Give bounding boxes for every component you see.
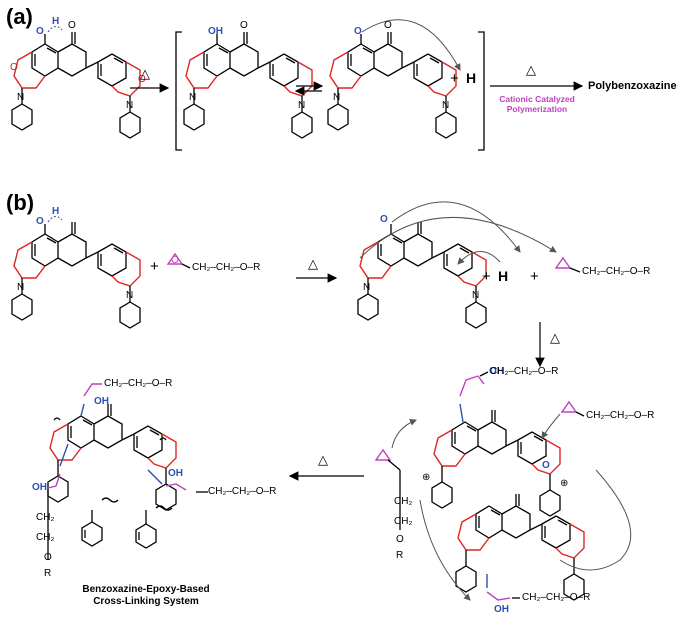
atom-ring-o: O: [10, 62, 18, 73]
atom-b2-o-anion: O: [380, 214, 388, 225]
crosslink-ch2-b: CH₂: [36, 532, 55, 543]
crosslink-ch2-a: CH₂: [36, 512, 55, 523]
atom-ketone-o: O: [68, 20, 76, 31]
side-chain-left: [375, 418, 632, 601]
atom-ketone-o-2: O: [240, 20, 248, 31]
heat-b3: △: [318, 452, 328, 467]
bracket-left: [175, 31, 182, 151]
cationic-line-1: Cationic Catalyzed: [499, 94, 575, 104]
complex-ch2-b: CH₂: [394, 516, 413, 527]
atom-o-anion: O: [354, 26, 362, 37]
complex-o-anion: O: [542, 460, 550, 471]
cationic-line-2: Polymerization: [506, 104, 568, 114]
crosslink-chain-right: CH₂–CH₂–O–R: [208, 486, 277, 497]
atom-b-n: N: [17, 282, 25, 293]
crosslink-oh-right: OH: [168, 468, 183, 479]
intermediate-b2: [358, 201, 557, 328]
heat-b1: △: [308, 256, 318, 271]
proton-b: H: [498, 268, 509, 284]
complex-ch2-a: CH₂: [394, 496, 413, 507]
crosslink-oh-left: OH: [32, 482, 47, 493]
heat-a1: △: [140, 66, 150, 81]
intermediate-a3: [328, 19, 461, 138]
epoxy-chain-b1: CH₂–CH₂–O–R: [192, 262, 261, 273]
complex-bottom-chain: CH₂–CH₂–O–R: [522, 592, 591, 603]
atom-oh-o: O: [36, 26, 44, 37]
epoxy-b3: [541, 401, 585, 439]
plus-a: +: [450, 70, 459, 87]
monomer-b1: [12, 216, 140, 328]
crosslink-r: R: [44, 568, 52, 579]
plus-b3: +: [530, 268, 539, 285]
epoxy-chain-b2: CH₂–CH₂–O–R: [582, 266, 651, 277]
monomer-a1: [12, 26, 140, 138]
equilibrium-arrows: [294, 81, 324, 96]
epoxy-chain-b3: CH₂–CH₂–O–R: [586, 410, 655, 421]
epoxy-reagent: [167, 253, 191, 269]
atom-b-n-2: N: [126, 290, 134, 301]
atom-b-oh-o: O: [36, 216, 44, 227]
crosslink-system: [47, 383, 208, 560]
intermediate-a2: [184, 32, 312, 138]
atom-n: N: [17, 92, 25, 103]
crosslink-chain-top: CH₂–CH₂–O–R: [104, 378, 173, 389]
atom-n-3: N: [189, 92, 197, 103]
atom-n-6: N: [442, 100, 450, 111]
complex-top-chain: CH₂–CH₂–O–R: [490, 366, 559, 377]
atom-oh-2: OH: [208, 26, 223, 37]
panel-b-label: (b): [6, 190, 35, 215]
plus-b2: +: [482, 268, 491, 285]
system-caption-line-2: Cross-Linking System: [93, 596, 199, 607]
atom-oh-h: H: [52, 16, 60, 27]
cationic-label: Cationic Catalyzed Polymerization: [490, 94, 584, 114]
atom-n-2: N: [126, 100, 134, 111]
epoxy-o-b1: O: [171, 255, 179, 266]
panel-a-label: (a): [6, 4, 33, 29]
system-caption-line-1: Benzoxazine-Epoxy-Based: [82, 584, 210, 595]
heat-b2: △: [550, 330, 560, 345]
atom-b-oh-h: H: [52, 206, 60, 217]
plus-b1: +: [150, 258, 159, 275]
complex-oh: OH: [489, 366, 504, 377]
epoxy-b2: [555, 257, 581, 273]
complex-r: R: [396, 550, 404, 561]
atom-b2-n: N: [363, 282, 371, 293]
polybenzoxazine-label: Polybenzoxazine: [588, 80, 677, 92]
bracket-right: [478, 31, 485, 151]
atom-b2-n-2: N: [472, 290, 480, 301]
crosslink-o: O: [44, 552, 52, 563]
atom-n-4: N: [298, 100, 306, 111]
proton-a: H: [466, 70, 477, 86]
atom-n-5: N: [333, 92, 341, 103]
complex-oplus-1: ⊕: [422, 472, 431, 483]
heat-a2: △: [526, 62, 536, 77]
complex-oplus-2: ⊕: [560, 478, 569, 489]
crosslink-oh-top: OH: [94, 396, 109, 407]
system-caption: Benzoxazine-Epoxy-Based Cross-Linking Sy…: [56, 584, 236, 608]
complex-o-chain: O: [396, 534, 404, 545]
atom-ring-o-2: O: [138, 74, 146, 85]
complex-bottom-oh: OH: [494, 604, 509, 615]
cationic-complex-top: [431, 371, 561, 517]
atom-ketone-o-3: O: [384, 20, 392, 31]
cationic-complex-bottom: [455, 493, 585, 601]
